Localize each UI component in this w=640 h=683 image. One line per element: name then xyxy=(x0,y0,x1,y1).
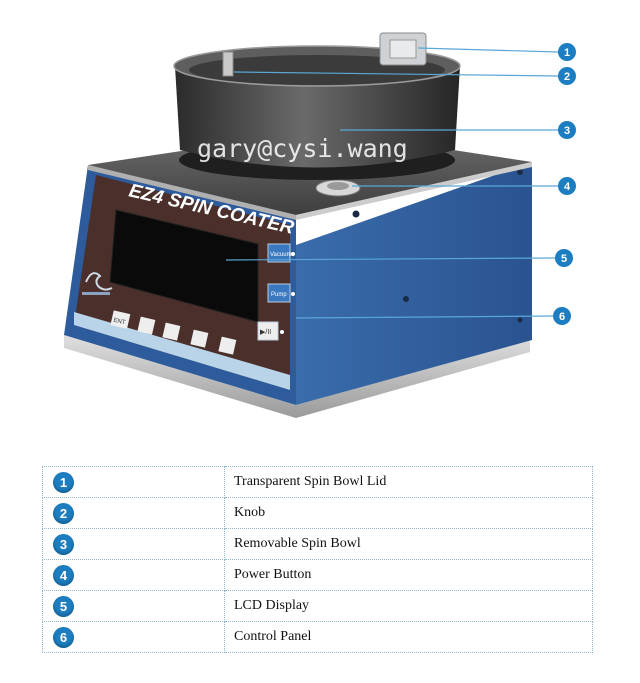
legend-number-cell: 2 xyxy=(42,497,225,529)
vacuum-button-label: Vacuum xyxy=(270,252,292,258)
legend-number-cell: 3 xyxy=(42,528,225,560)
panel-button-2[interactable] xyxy=(137,316,156,335)
callout-1: 1 xyxy=(558,43,576,61)
pump-button-label: Pump xyxy=(271,292,287,298)
play-pause-button[interactable] xyxy=(257,321,279,341)
legend-label: LCD Display xyxy=(224,590,593,622)
lid-knob[interactable] xyxy=(222,51,234,77)
legend-label: Power Button xyxy=(224,559,593,591)
table-row: 6 Control Panel xyxy=(42,621,593,653)
svg-text:2: 2 xyxy=(564,71,570,83)
callout-5: 5 xyxy=(555,249,573,267)
legend-number-cell: 5 xyxy=(42,590,225,622)
base-plate xyxy=(64,335,530,418)
table-row: 4 Power Button xyxy=(42,559,593,591)
side-buttons: Vacuum Pump ▶/II xyxy=(257,243,295,341)
legend-label: Knob xyxy=(224,497,593,529)
panel-button-3[interactable] xyxy=(162,322,181,341)
svg-text:5: 5 xyxy=(561,253,567,265)
legend-number-cell: 4 xyxy=(42,559,225,591)
number-badge: 2 xyxy=(53,502,74,524)
callout-4: 4 xyxy=(558,177,576,195)
legend-number-cell: 6 xyxy=(42,621,225,653)
table-row: 5 LCD Display xyxy=(42,590,593,622)
number-badge: 3 xyxy=(53,533,74,555)
svg-text:4: 4 xyxy=(564,181,571,193)
number-badge: 6 xyxy=(53,626,74,648)
legend-table: 1 Transparent Spin Bowl Lid 2 Knob 3 Rem… xyxy=(42,466,593,653)
table-row: 1 Transparent Spin Bowl Lid xyxy=(42,466,593,498)
legend-label: Control Panel xyxy=(224,621,593,653)
table-row: 3 Removable Spin Bowl xyxy=(42,528,593,560)
legend-label: Transparent Spin Bowl Lid xyxy=(224,466,593,498)
panel-button-5[interactable] xyxy=(218,336,237,355)
svg-text:6: 6 xyxy=(559,311,565,323)
panel-button-4[interactable] xyxy=(190,329,209,348)
leader-lines xyxy=(225,47,559,319)
legend-number-cell: 1 xyxy=(42,466,225,498)
callout-badges: 1 2 3 4 5 6 xyxy=(553,43,576,325)
ent-button[interactable] xyxy=(110,310,131,329)
swan-logo-icon xyxy=(82,272,113,295)
ent-button-label: ENT xyxy=(113,318,126,327)
panel-buttons: ENT xyxy=(110,310,237,355)
number-badge: 1 xyxy=(53,471,74,493)
number-badge: 5 xyxy=(53,595,74,617)
callout-3: 3 xyxy=(558,121,576,139)
play-pause-button-label: ▶/II xyxy=(260,329,271,336)
svg-text:3: 3 xyxy=(564,125,570,137)
callout-6: 6 xyxy=(553,307,571,325)
vacuum-button[interactable] xyxy=(267,243,291,263)
spin-coater-diagram: EZ4 SPIN COATER ENT Vacuum Pump ▶/II xyxy=(64,32,576,418)
callout-2: 2 xyxy=(558,67,576,85)
lid-latch xyxy=(379,32,427,66)
power-button[interactable] xyxy=(315,179,361,197)
svg-text:1: 1 xyxy=(564,47,570,59)
table-row: 2 Knob xyxy=(42,497,593,529)
side-panel xyxy=(296,162,532,405)
legend-label: Removable Spin Bowl xyxy=(224,528,593,560)
pump-button[interactable] xyxy=(267,283,291,303)
watermark-text: gary@cysi.wang xyxy=(197,134,408,163)
number-badge: 4 xyxy=(53,564,74,586)
